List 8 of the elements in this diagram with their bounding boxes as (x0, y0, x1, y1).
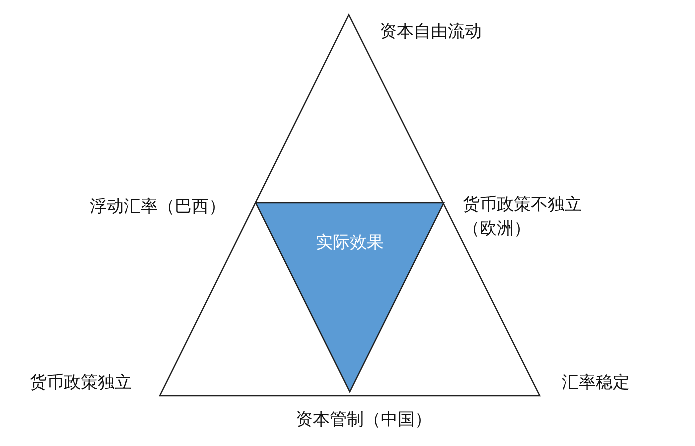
triangle-node (256, 203, 444, 392)
node-label: 实际效果 (316, 232, 384, 254)
vertex-label: 浮动汇率（巴西） (90, 196, 226, 219)
vertex-label: 资本管制（中国） (296, 409, 432, 432)
vertex-label: 货币政策不独立（欧洲） (463, 194, 583, 241)
vertex-label: 汇率稳定 (562, 372, 630, 395)
vertex-label: 资本自由流动 (380, 21, 482, 44)
vertex-label: 货币政策独立 (30, 372, 132, 395)
